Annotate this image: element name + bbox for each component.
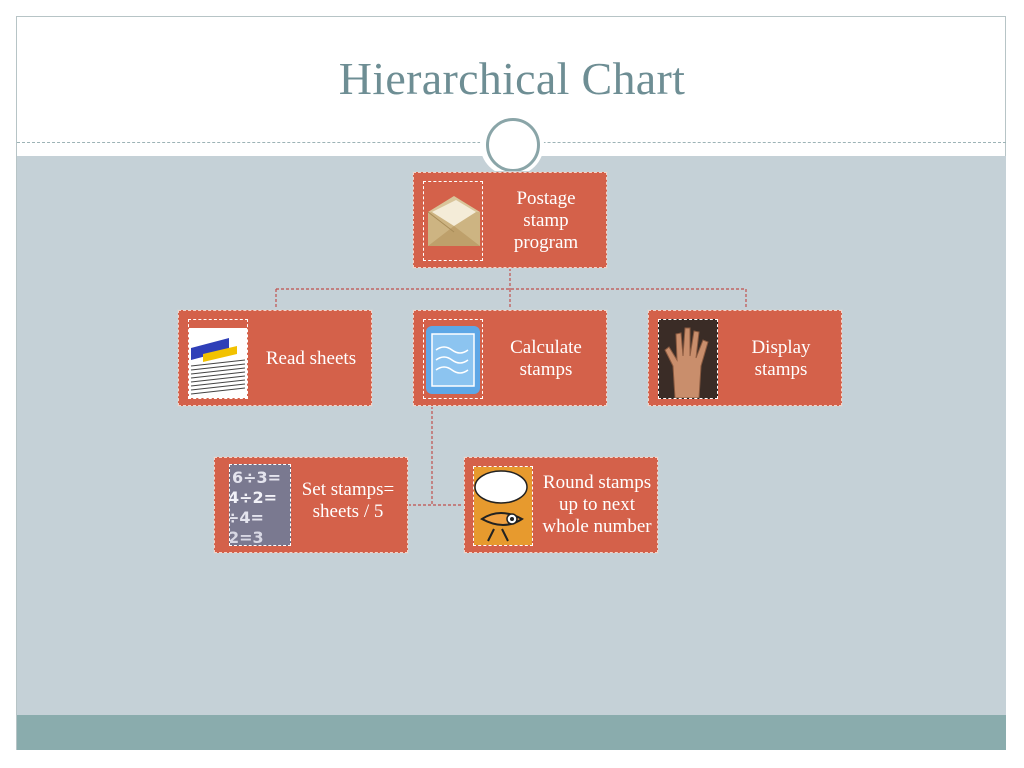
svg-text:2=3: 2=3	[230, 528, 264, 545]
svg-text:÷4=: ÷4=	[230, 508, 264, 527]
node-set-stamps[interactable]: 6÷3= 4÷2= ÷4= 2=3 Set stamps= sheets / 5	[214, 457, 408, 553]
divider-ring	[486, 118, 540, 172]
connector-calc-branch	[408, 406, 464, 506]
node-read-sheets[interactable]: Read sheets	[178, 310, 372, 406]
node-label: Round stamps up to next whole number	[542, 472, 652, 537]
svg-text:6÷3=: 6÷3=	[232, 468, 281, 487]
stamp-icon	[423, 319, 483, 399]
node-calculate-stamps[interactable]: Calculate stamps	[413, 310, 607, 406]
node-label: Postage stamp program	[513, 188, 579, 253]
svg-text:4÷2=: 4÷2=	[230, 488, 277, 507]
footer-bar	[17, 715, 1006, 750]
slide-title: Hierarchical Chart	[338, 53, 686, 104]
node-label: Display stamps	[751, 337, 811, 380]
node-display-stamps[interactable]: Display stamps	[648, 310, 842, 406]
connector-root-branch	[275, 268, 747, 310]
node-label: Calculate stamps	[510, 337, 582, 380]
node-round-stamps[interactable]: Round stamps up to next whole number	[464, 457, 658, 553]
envelope-icon	[423, 181, 483, 261]
node-label: Set stamps= sheets / 5	[301, 479, 395, 522]
node-label: Read sheets	[265, 348, 357, 369]
thinking-fish-icon	[473, 466, 533, 546]
node-postage-stamp-program[interactable]: Postage stamp program	[413, 172, 607, 268]
newspaper-icon	[188, 319, 248, 399]
math-icon: 6÷3= 4÷2= ÷4= 2=3	[229, 464, 291, 546]
hand-icon	[658, 319, 718, 399]
